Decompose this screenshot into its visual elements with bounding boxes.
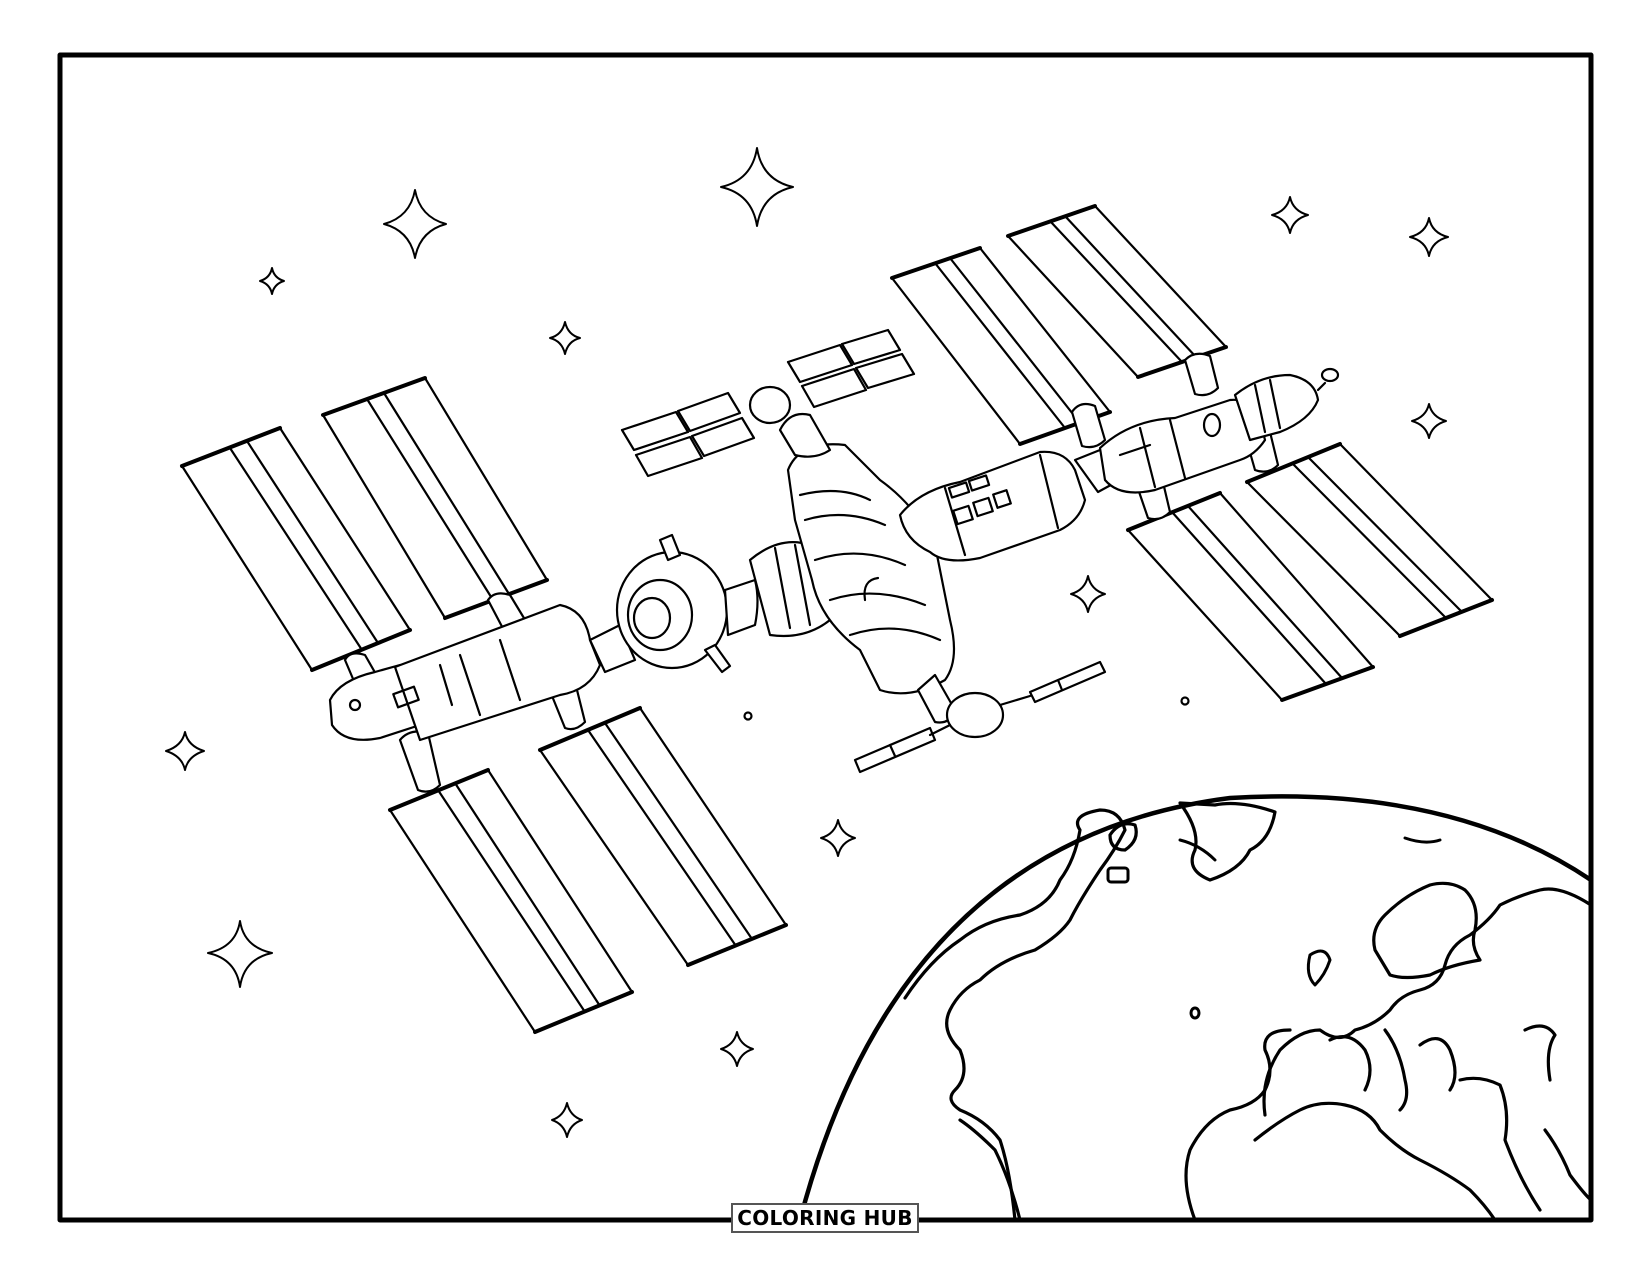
earth-horizon [797,794,1594,1223]
solar-panel [1126,491,1375,702]
greenland-outline [1178,801,1277,882]
europe-outline [1262,887,1593,1117]
island-outline [1106,866,1130,884]
panel-connector [1070,402,1107,449]
star-icon [1411,403,1447,439]
left-module [328,603,602,742]
middle-east-outline [1458,1024,1557,1212]
baffin-outline [1178,836,1442,862]
central-core [748,385,1005,739]
star-icon [383,189,447,259]
small-solar-array [786,328,916,409]
earth [797,794,1594,1223]
dot-star-icon [743,711,753,721]
solar-panel [321,376,549,620]
panel-connector [1183,352,1220,397]
spherical-module [615,533,732,674]
star-icon [551,1102,583,1138]
star-icon [259,267,285,295]
star-icon [720,147,794,227]
space-station [328,352,1340,793]
star-icon [207,920,273,988]
island-outline [1189,1006,1201,1020]
solar-panel [388,768,634,1034]
stars [165,147,1449,1138]
solar-panels [180,204,1494,1034]
right-node [1073,398,1267,494]
panel-connector [398,730,442,793]
solar-panel [180,426,412,672]
dot-star-icon [1180,696,1190,706]
africa-west-coast [1184,1028,1292,1222]
star-icon [1070,575,1106,613]
robotic-arm [853,660,1107,774]
star-icon [1409,217,1449,257]
iberia-italy-outline [1328,1028,1457,1112]
iceland-outline [1108,822,1138,852]
africa-outline [1253,1101,1497,1222]
south-america-outline [958,1118,1022,1222]
brand-label: COLORING HUB [731,1203,919,1233]
solar-panel [1006,204,1228,379]
star-icon [820,819,856,857]
star-icon [1271,196,1309,234]
solar-panel [1245,442,1494,638]
star-icon [165,731,205,771]
small-solar-array [620,391,756,478]
uk-outline [1306,949,1332,987]
arabia-outline [1543,1128,1593,1202]
lab-module [898,450,1087,562]
scandinavia-outline [1372,881,1482,980]
north-america-outline [903,808,1127,1222]
solar-panel [538,706,788,967]
star-icon [549,321,581,355]
right-capsule [1233,367,1340,442]
star-icon [720,1031,754,1067]
